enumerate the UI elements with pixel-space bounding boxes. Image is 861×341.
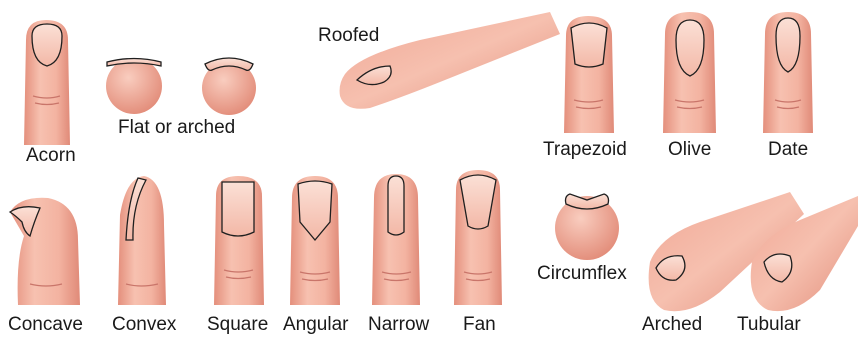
label-concave: Concave xyxy=(8,315,83,334)
label-flat-or-arched: Flat or arched xyxy=(118,118,235,137)
label-tubular: Tubular xyxy=(737,315,801,334)
label-acorn: Acorn xyxy=(26,146,76,165)
nail-trapezoid xyxy=(571,23,607,67)
fingertip-arched xyxy=(202,58,256,115)
label-trapezoid: Trapezoid xyxy=(543,140,627,159)
label-fan: Fan xyxy=(463,315,496,334)
finger-narrow xyxy=(372,174,420,305)
finger-angular xyxy=(290,176,340,305)
fingertip-circumflex xyxy=(555,194,619,260)
label-olive: Olive xyxy=(668,140,711,159)
finger-concave xyxy=(10,198,80,305)
finger-convex xyxy=(118,176,166,305)
label-convex: Convex xyxy=(112,315,176,334)
finger-square xyxy=(214,176,264,305)
finger-acorn xyxy=(24,20,70,145)
nail-square xyxy=(222,182,254,236)
label-circumflex: Circumflex xyxy=(537,264,627,283)
label-arched: Arched xyxy=(642,315,702,334)
label-angular: Angular xyxy=(283,315,349,334)
finger-date xyxy=(763,12,813,133)
fingertip-flat xyxy=(106,58,162,114)
label-narrow: Narrow xyxy=(368,315,429,334)
finger-olive xyxy=(663,12,716,133)
label-roofed: Roofed xyxy=(318,26,379,45)
label-date: Date xyxy=(768,140,808,159)
label-square: Square xyxy=(207,315,268,334)
nail-narrow xyxy=(388,176,404,235)
finger-trapezoid xyxy=(564,16,614,133)
finger-fan xyxy=(454,170,502,305)
